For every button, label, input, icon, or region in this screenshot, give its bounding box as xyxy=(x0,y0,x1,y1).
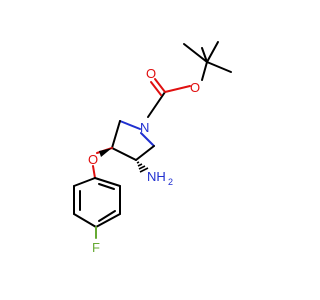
bond-tbu-methyl-top xyxy=(183,43,208,63)
bond-c4-c5 xyxy=(135,145,155,161)
bond-carbonyl-double-b xyxy=(150,81,162,96)
hash-1 xyxy=(136,161,140,164)
bond-tbu-methyl-left xyxy=(201,47,208,63)
bond-n-c5 xyxy=(140,132,155,147)
bond-n-c2 xyxy=(119,120,141,130)
bond-ar-double-2 xyxy=(98,210,116,222)
bond-ar-4 xyxy=(95,213,121,228)
bond-c2-c3 xyxy=(111,120,121,149)
atom-label-ether-oxygen: O xyxy=(88,152,98,167)
atom-label-fluorine: F xyxy=(92,240,100,255)
wedge-bond-c3-o xyxy=(99,148,112,157)
bonds xyxy=(73,41,232,239)
bond-tbu-methyl-left2 xyxy=(206,41,219,63)
bond-ar-1 xyxy=(73,177,96,187)
bond-tbu-methyl-right xyxy=(206,61,232,73)
bond-o-carbonyl-carbon xyxy=(164,85,191,93)
atom-label-carbonyl-oxygen: O xyxy=(146,66,156,81)
hash-3 xyxy=(138,165,146,170)
bond-ar-6 xyxy=(94,177,121,187)
bond-carbonyl-carbon-n xyxy=(147,91,166,118)
atom-label-ring-nitrogen: N xyxy=(140,120,149,135)
hash-bond-c4-nh2 xyxy=(136,161,149,173)
bond-ar-double-3 xyxy=(98,183,115,190)
bond-o-aryl xyxy=(92,165,96,179)
atom-label-amine-subscript: 2 xyxy=(168,177,173,187)
hash-2 xyxy=(137,163,143,167)
bond-tbu-o xyxy=(201,61,208,81)
bond-carbonyl-double-a xyxy=(154,78,166,93)
bond-ar-3 xyxy=(73,213,97,228)
molecule-structure: O O N O NH 2 F xyxy=(73,41,232,255)
atom-label-amine-n: NH xyxy=(147,169,166,184)
hash-4 xyxy=(139,167,149,173)
bond-c3-c4 xyxy=(111,147,137,161)
atom-label-ester-oxygen: O xyxy=(190,80,200,95)
